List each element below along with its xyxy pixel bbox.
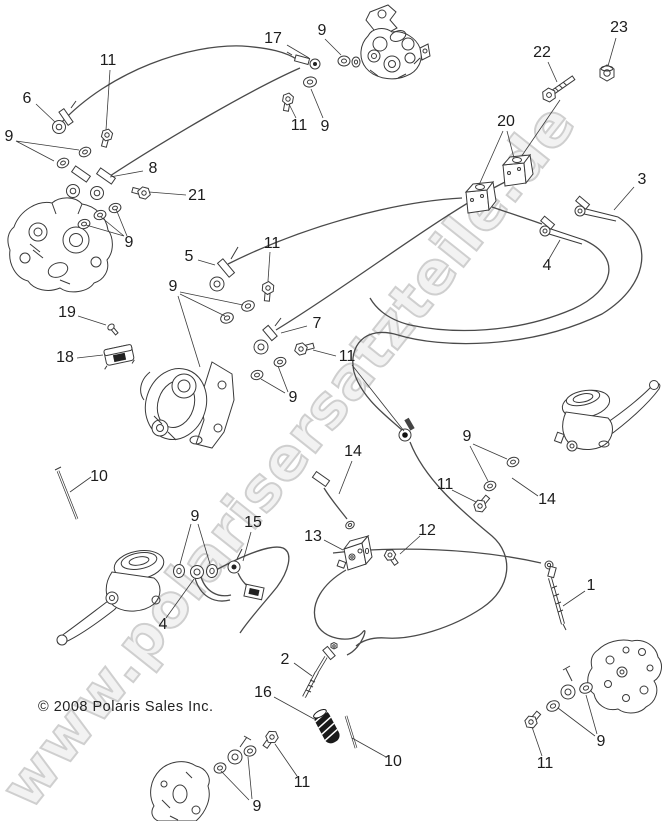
callout-10-b: 10 (384, 753, 402, 770)
callout-21: 21 (188, 187, 206, 204)
hose-14-upper (311, 470, 348, 520)
callout-9-e: 9 (168, 278, 178, 295)
washers (56, 55, 593, 774)
callout-9-f: 9 (288, 389, 298, 406)
brake-unit-top (351, 4, 431, 80)
spring-16 (313, 709, 340, 744)
callout-11-c: 11 (263, 235, 281, 252)
callout-9-g: 9 (190, 508, 200, 525)
caliper-bottom-left (150, 761, 210, 821)
callout-9-d: 9 (124, 234, 134, 251)
callout-11-e: 11 (436, 476, 454, 493)
leader-lines (15, 37, 635, 801)
master-cylinder-right (553, 380, 661, 452)
speed-sensor-15 (237, 572, 265, 601)
callout-11-g: 11 (293, 774, 311, 791)
callout-17: 17 (264, 30, 282, 47)
callout-19: 19 (58, 304, 76, 321)
callout-9-j: 9 (252, 798, 262, 815)
callout-4-b: 4 (158, 616, 168, 633)
callout-11-b: 11 (290, 117, 308, 134)
callout-22: 22 (533, 44, 551, 61)
clamp-18 (103, 344, 135, 370)
screw-19 (107, 323, 119, 336)
callout-14-b: 14 (538, 491, 556, 508)
callout-15: 15 (244, 514, 262, 531)
callout-14-a: 14 (344, 443, 362, 460)
callout-9-c: 9 (320, 118, 330, 135)
callout-20: 20 (497, 113, 515, 130)
callout-11-d: 11 (338, 348, 356, 365)
callout-3: 3 (637, 171, 647, 188)
callout-23: 23 (610, 19, 628, 36)
callout-18: 18 (56, 349, 74, 366)
callout-9-i: 9 (596, 733, 606, 750)
callout-16: 16 (254, 684, 272, 701)
banjo-bolts (100, 64, 615, 749)
junction-block-13 (336, 534, 373, 571)
callout-10-a: 10 (90, 468, 108, 485)
callout-12: 12 (418, 522, 436, 539)
caliper-mid-left (140, 361, 235, 449)
callout-9-h: 9 (462, 428, 472, 445)
callout-9-b: 9 (4, 128, 14, 145)
hose-1 (544, 560, 567, 631)
master-cylinder-left (56, 550, 165, 646)
callout-11-f: 11 (536, 755, 554, 772)
callout-5: 5 (184, 248, 194, 265)
callout-9-a: 9 (317, 22, 327, 39)
callout-7: 7 (312, 315, 322, 332)
callout-2: 2 (280, 651, 290, 668)
junction-blocks-20 (464, 153, 534, 214)
pins-10 (54, 466, 358, 749)
callout-13: 13 (304, 528, 322, 545)
caliper-bracket-right (587, 639, 662, 714)
callout-4-a: 4 (542, 257, 552, 274)
copyright-notice: © 2008 Polaris Sales Inc. (38, 699, 214, 715)
callout-8: 8 (148, 160, 158, 177)
callout-1: 1 (586, 577, 596, 594)
hose-2-lower (302, 641, 338, 698)
banjo-fittings (52, 51, 619, 765)
callout-6: 6 (22, 90, 32, 107)
nut-23 (599, 64, 615, 82)
callout-11-a: 11 (99, 52, 117, 69)
bolt-22 (542, 75, 576, 103)
